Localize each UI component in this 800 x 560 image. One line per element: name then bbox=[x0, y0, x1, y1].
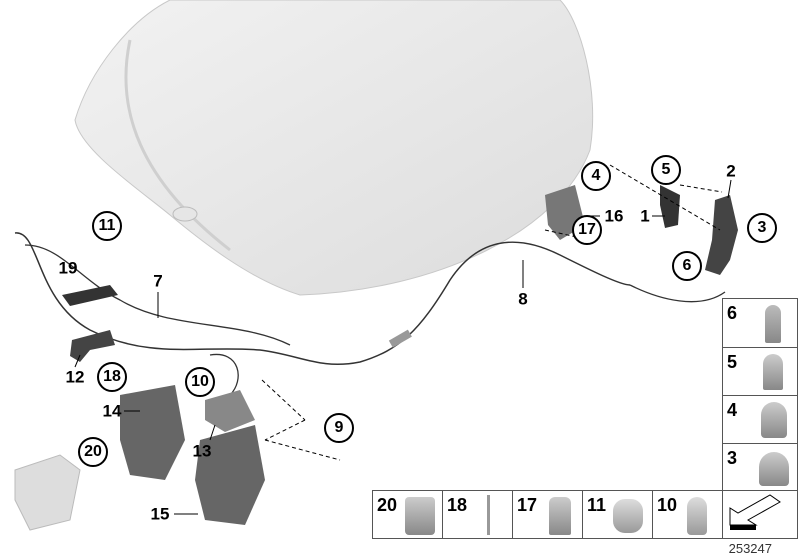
cable-clip-icon bbox=[613, 499, 643, 533]
label-7: 7 bbox=[153, 271, 163, 291]
label-1: 1 bbox=[640, 206, 650, 226]
fastener-cell-3: 3 bbox=[722, 443, 798, 491]
label-16: 16 bbox=[604, 206, 624, 226]
bolt-icon bbox=[763, 354, 783, 390]
hood-panel bbox=[74, 0, 594, 296]
callout-20: 20 bbox=[78, 437, 108, 467]
direction-arrow-icon bbox=[729, 494, 781, 526]
hex-bolt-icon bbox=[549, 497, 571, 535]
fastener-cell-18: 18 bbox=[442, 490, 513, 539]
label-8: 8 bbox=[518, 289, 528, 309]
callout-10: 10 bbox=[185, 367, 215, 397]
label-12: 12 bbox=[65, 367, 85, 387]
part-1-bracket bbox=[660, 185, 680, 228]
callout-4: 4 bbox=[581, 161, 611, 191]
washer-screw-icon bbox=[761, 402, 787, 438]
label-19: 19 bbox=[58, 258, 78, 278]
rivet-icon bbox=[487, 495, 490, 535]
fastener-cell-4: 4 bbox=[722, 395, 798, 444]
callout-11: 11 bbox=[92, 211, 122, 241]
push-clip-icon bbox=[687, 497, 707, 535]
diagram-number: 253247 bbox=[728, 541, 772, 556]
fastener-cell-11: 11 bbox=[582, 490, 653, 539]
callout-5: 5 bbox=[651, 155, 681, 185]
callout-9: 9 bbox=[324, 413, 354, 443]
arrow-cell bbox=[722, 490, 798, 539]
part-19-pad bbox=[62, 285, 118, 306]
nut-clip-icon bbox=[405, 497, 435, 535]
part-2-hinge bbox=[705, 195, 738, 275]
part-15-latch bbox=[195, 425, 265, 525]
callout-3: 3 bbox=[747, 213, 777, 243]
part-13-catch bbox=[205, 390, 255, 432]
label-15: 15 bbox=[150, 504, 170, 524]
fastener-cell-17: 17 bbox=[512, 490, 583, 539]
callout-17: 17 bbox=[572, 215, 602, 245]
label-2: 2 bbox=[726, 161, 736, 181]
callout-6: 6 bbox=[672, 251, 702, 281]
clip-screw-icon bbox=[759, 452, 789, 486]
part-14-latch bbox=[120, 385, 185, 480]
fastener-cell-10: 10 bbox=[652, 490, 723, 539]
fastener-cell-20: 20 bbox=[372, 490, 443, 539]
screw-icon bbox=[765, 305, 781, 343]
part-20-bracket bbox=[14, 454, 81, 531]
label-14: 14 bbox=[102, 401, 122, 421]
part-12-handle bbox=[70, 330, 115, 362]
fastener-cell-5: 5 bbox=[722, 347, 798, 396]
callout-18: 18 bbox=[97, 362, 127, 392]
label-13: 13 bbox=[192, 441, 212, 461]
cable-7 bbox=[14, 232, 631, 366]
fastener-cell-6: 6 bbox=[722, 298, 798, 348]
